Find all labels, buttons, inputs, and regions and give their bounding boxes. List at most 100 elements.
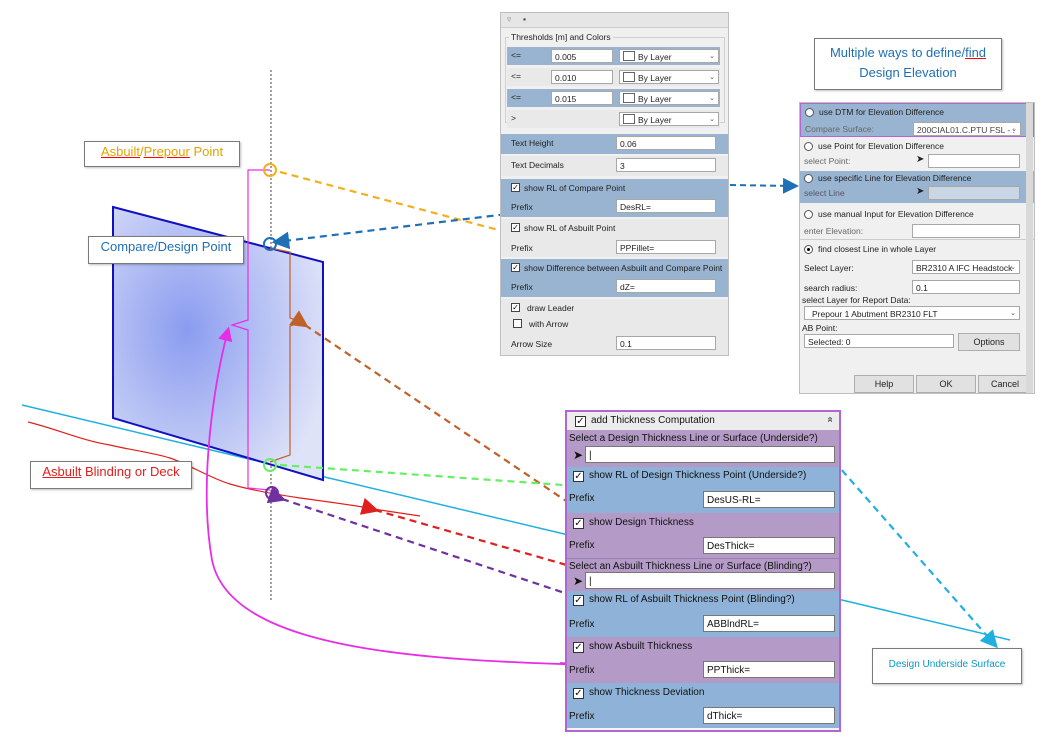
cursor-pick-icon[interactable]: ➤ [573, 448, 584, 462]
show-design-thickness-checkbox[interactable]: ✓ [573, 518, 584, 529]
show-difference-checkbox[interactable]: ✓ [511, 263, 520, 272]
use-manual-radio[interactable] [804, 210, 813, 219]
threshold-color-select[interactable]: By Layer⌄ [619, 70, 719, 84]
compare-surface-label: Compare Surface: [805, 124, 874, 134]
toolbar-grid-icon[interactable]: ▪ [523, 14, 527, 24]
threshold-row-3: <= 0.015 By Layer ⌄ [507, 89, 720, 107]
text-height-label: Text Height [511, 138, 554, 148]
ok-button[interactable]: OK [916, 375, 976, 393]
ab-point-label: AB Point: [802, 323, 838, 333]
help-button[interactable]: Help [854, 375, 914, 393]
asbuilt-rl-section: ✓ show RL of Asbuilt Thickness Point (Bl… [567, 591, 839, 637]
arrow-size-input[interactable]: 0.1 [616, 336, 716, 350]
threshold-op: <= [511, 92, 521, 102]
threshold-value-input[interactable]: 0.015 [551, 91, 613, 105]
show-rl-asbuilt-checkbox[interactable]: ✓ [511, 223, 520, 232]
prefix-design-rl-input[interactable]: DesUS-RL= [703, 491, 835, 508]
threshold-value-input[interactable]: 0.005 [551, 49, 613, 63]
show-rl-design-checkbox[interactable]: ✓ [573, 471, 584, 482]
prefix-pp-thick-input[interactable]: PPThick= [703, 661, 835, 678]
enter-elevation-input[interactable] [912, 224, 1020, 238]
show-thickness-deviation-checkbox[interactable]: ✓ [573, 688, 584, 699]
toolbar-filter-icon[interactable]: ▿ [507, 14, 512, 24]
show-asbuilt-thickness-checkbox[interactable]: ✓ [573, 642, 584, 653]
text-height-row: Text Height 0.06 [501, 134, 728, 154]
prefix-label: Prefix [569, 619, 595, 630]
asbuilt-line-input[interactable]: | [585, 572, 835, 589]
draw-leader-checkbox[interactable]: ✓ [511, 303, 520, 312]
cyan-arrow [810, 436, 998, 649]
chevron-down-icon: ⌄ [1010, 264, 1016, 271]
select-layer-select[interactable]: BR2310 A IFC Headstock⌄ [912, 260, 1020, 274]
show-rl-compare-label: show RL of Compare Point [524, 183, 626, 193]
threshold-color-select[interactable]: By Layer⌄ [619, 112, 719, 126]
report-layer-select[interactable]: Prepour 1 Abutment BR2310 FLT⌄ [804, 306, 1020, 320]
prefix-asbuilt-input[interactable]: PPFillet= [616, 240, 716, 254]
cursor-pick-icon[interactable]: ➤ [916, 154, 925, 165]
prefix-asbuilt-rl-input[interactable]: ABBlndRL= [703, 615, 835, 632]
prefix-dthick-input[interactable]: dThick= [703, 707, 835, 724]
scrollbar[interactable] [1026, 103, 1033, 393]
threshold-color-select[interactable]: By Layer ⌄ [619, 91, 719, 105]
prefix-compare-input[interactable]: DesRL= [616, 199, 716, 213]
compare-surface-select[interactable]: 200CIAL01.C.PTU FSL - :⌄ [913, 122, 1021, 136]
cursor-pick-icon[interactable]: ➤ [916, 186, 925, 197]
arrow-size-label: Arrow Size [511, 339, 553, 349]
callout-design-underside-text: Design Underside Surface [888, 659, 1006, 670]
use-line-radio[interactable] [804, 174, 813, 183]
show-rl-asbuilt-checkbox[interactable]: ✓ [573, 595, 584, 606]
threshold-value-input[interactable]: 0.010 [551, 70, 613, 84]
asbuilt-line-section: Select an Asbuilt Thickness Line or Surf… [567, 558, 839, 592]
text-height-input[interactable]: 0.06 [616, 136, 716, 150]
find-closest-radio[interactable] [804, 245, 813, 254]
prefix-design-thick-input[interactable]: DesThick= [703, 537, 835, 554]
select-asbuilt-line-label: Select an Asbuilt Thickness Line or Surf… [569, 561, 812, 572]
leader-section: ✓ draw Leader with Arrow Arrow Size 0.1 [501, 299, 728, 355]
use-dtm-label: use DTM for Elevation Difference [819, 107, 945, 117]
collapse-icon[interactable]: » [824, 416, 836, 423]
chevron-down-icon: ⌄ [1010, 310, 1016, 317]
use-point-radio[interactable] [804, 142, 813, 151]
show-thickness-deviation-label: show Thickness Deviation [589, 687, 705, 698]
panel-toolbar: ▿ ▪ [501, 13, 728, 28]
prefix-label: Prefix [511, 243, 533, 253]
color-label: By Layer [638, 52, 672, 62]
callout-compare-point: Compare/Design Point [88, 236, 244, 264]
text-decimals-input[interactable]: 3 [616, 158, 716, 172]
callout-design-underside: Design Underside Surface [872, 648, 1022, 684]
threshold-row-1: <= 0.005 By Layer⌄ [507, 47, 720, 65]
elevation-panel: use DTM for Elevation Difference Compare… [799, 102, 1035, 394]
thresholds-group-title: Thresholds [m] and Colors [509, 32, 613, 42]
callout-point-word: Point [189, 144, 224, 159]
select-line-input[interactable] [928, 186, 1020, 200]
compare-surface-value: 200CIAL01.C.PTU FSL - : [917, 125, 1015, 135]
use-dtm-radio[interactable] [805, 108, 814, 117]
cursor-pick-icon[interactable]: ➤ [573, 574, 584, 588]
difference-section: ✓ show Difference between Asbuilt and Co… [501, 259, 728, 297]
callout-compare-text: Compare/Design Point [100, 239, 232, 254]
cancel-button[interactable]: Cancel [978, 375, 1032, 393]
show-rl-compare-checkbox[interactable]: ✓ [511, 183, 520, 192]
thickness-deviation-section: ✓ show Thickness Deviation Prefix dThick… [567, 683, 839, 728]
add-thickness-checkbox[interactable]: ✓ [575, 416, 586, 427]
callout-asbuilt-word: Asbuilt [100, 144, 140, 159]
select-point-input[interactable] [928, 154, 1020, 168]
with-arrow-checkbox[interactable] [513, 319, 522, 328]
prefix-difference-input[interactable]: dZ= [616, 279, 716, 293]
prefix-label: Prefix [569, 493, 595, 504]
manual-section: use manual Input for Elevation Differenc… [800, 207, 1034, 239]
search-radius-input[interactable]: 0.1 [912, 280, 1020, 294]
color-label: By Layer [638, 115, 672, 125]
color-swatch [623, 114, 635, 124]
threshold-op: <= [511, 50, 521, 60]
callout-asbuilt-blinding: Asbuilt Blinding or Deck [30, 461, 192, 489]
callout-multiple-line1: Multiple ways to define/ [829, 45, 966, 60]
design-line-section: Select a Design Thickness Line or Surfac… [567, 430, 839, 467]
chevron-down-icon: ⌄ [709, 95, 715, 102]
design-line-input[interactable]: | [585, 446, 835, 463]
show-asbuilt-thickness-label: show Asbuilt Thickness [589, 641, 693, 652]
color-label: By Layer [638, 73, 672, 83]
color-label: By Layer [638, 94, 672, 104]
threshold-color-select[interactable]: By Layer⌄ [619, 49, 719, 63]
options-button[interactable]: Options [958, 333, 1020, 351]
